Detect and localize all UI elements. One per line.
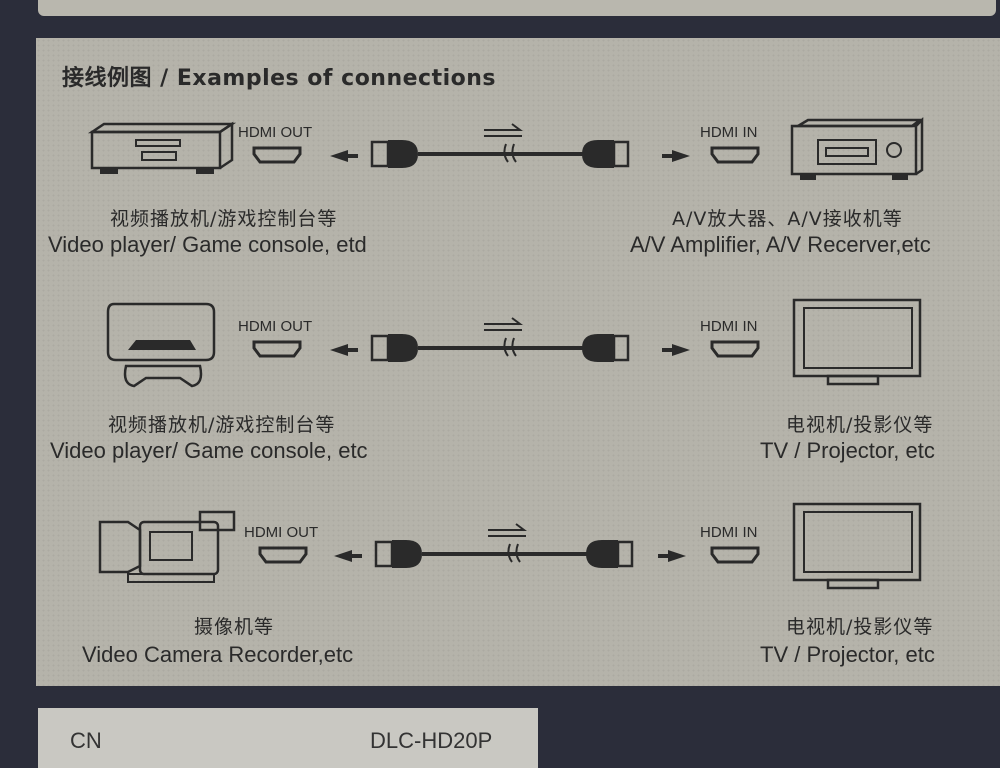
port-in-label: HDMI IN [700,124,758,141]
arrow-right-icon [662,150,690,162]
source-caption-en: Video player/ Game console, etc [50,438,368,463]
hdmi-in-port-icon [710,146,760,164]
connections-panel [36,38,1000,686]
av-receiver-icon [790,116,924,180]
hdmi-cable-icon [374,522,634,570]
target-caption-en: TV / Projector, etc [760,642,935,667]
source-caption-cn: 视频播放机/游戏控制台等 [108,414,336,436]
target-caption-en: TV / Projector, etc [760,438,935,463]
hdmi-in-port-icon [710,546,760,564]
arrow-left-icon [334,550,362,562]
video-camera-icon [98,510,236,583]
arrow-left-icon [330,150,358,162]
port-out-label: HDMI OUT [244,524,319,541]
target-caption-en: A/V Amplifier, A/V Recerver,etc [630,232,931,257]
target-caption-cn: A/V放大器、A/V接收机等 [672,208,903,230]
port-in-label: HDMI IN [700,524,758,541]
port-out-label: HDMI OUT [238,124,313,141]
arrow-left-icon [330,344,358,356]
source-caption-cn: 视频播放机/游戏控制台等 [110,208,338,230]
game-console-icon [106,302,216,388]
target-caption-cn: 电视机/投影仪等 [786,616,934,638]
source-caption-cn: 摄像机等 [194,616,275,638]
footer-left-text: CN [70,728,102,753]
hdmi-in-port-icon [710,340,760,358]
hdmi-out-port-icon [252,146,302,164]
top-card-edge [38,0,996,16]
connection-diagram-art [87,116,924,590]
hdmi-out-port-icon [258,546,308,564]
hdmi-cable-icon [370,122,630,170]
target-caption-cn: 电视机/投影仪等 [786,414,934,436]
port-out-label: HDMI OUT [238,318,313,335]
hdmi-out-port-icon [252,340,302,358]
arrow-right-icon [658,550,686,562]
footer-model-text: DLC-HD20P [370,728,493,753]
port-in-label: HDMI IN [700,318,758,335]
hdmi-cable-icon [370,316,630,364]
page-title: 接线例图 / Examples of connections [62,66,497,91]
arrow-right-icon [662,344,690,356]
video-player-icon [87,121,237,174]
source-caption-en: Video Camera Recorder,etc [82,642,354,667]
tv-icon [792,502,922,590]
source-caption-en: Video player/ Game console, etd [48,232,367,257]
tv-icon [792,298,922,386]
